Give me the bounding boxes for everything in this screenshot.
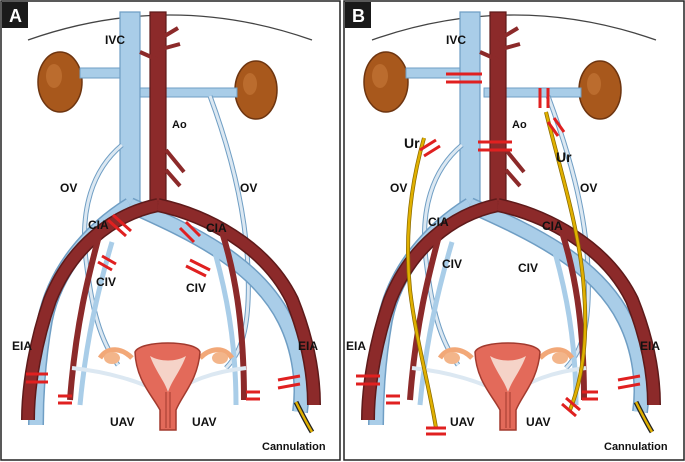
- label-cannulation: Cannulation: [262, 441, 326, 453]
- cannula-icon: [633, 400, 655, 434]
- internal-iliac-vein-left: [417, 241, 455, 406]
- ovarian-vein-left-fill: [83, 143, 123, 366]
- aortic-branches: [164, 148, 186, 188]
- double-red-bar-icon: [546, 117, 566, 137]
- label-uav-right: UAV: [526, 415, 550, 429]
- iliac-vein-right: [467, 199, 648, 413]
- double-red-bar-icon: [478, 140, 512, 152]
- label-ov-right: OV: [580, 181, 597, 195]
- aorta-vessel: [149, 11, 167, 206]
- internal-iliac-artery-right: [559, 231, 587, 401]
- label-uav-right: UAV: [192, 415, 216, 429]
- label-ur-right: Ur: [556, 149, 572, 165]
- label-civ-right: CIV: [518, 261, 538, 275]
- body-outline-arc: [27, 14, 313, 41]
- label-eia-left: EIA: [346, 339, 366, 353]
- renal-vein: [483, 87, 582, 98]
- panel-tag-b: B: [352, 6, 365, 26]
- iliac-vein-right: [127, 199, 308, 413]
- uterus-icon: [437, 342, 575, 431]
- label-cia-left: CIA: [88, 218, 109, 232]
- double-red-bar-icon: [386, 394, 400, 405]
- kidney-icon: [37, 51, 83, 113]
- double-red-bar-icon: [582, 390, 598, 401]
- aortic-branches: [139, 26, 181, 62]
- kidney-icon: [578, 60, 622, 120]
- double-red-bar-icon: [617, 374, 641, 390]
- panel-tag-a: A: [9, 6, 22, 26]
- label-cia-right: CIA: [542, 219, 563, 233]
- aorta-vessel: [489, 11, 507, 206]
- label-ivc: IVC: [105, 33, 125, 47]
- double-red-bar-icon: [277, 374, 301, 390]
- label-civ-right: CIV: [186, 281, 206, 295]
- label-ov-left: OV: [60, 181, 77, 195]
- label-cia-right: CIA: [206, 221, 227, 235]
- renal-vein: [79, 67, 123, 79]
- double-red-bar-icon: [97, 254, 117, 272]
- double-red-bar-icon: [356, 374, 380, 386]
- ligature-marks: [26, 213, 301, 405]
- internal-iliac-artery-left: [67, 231, 103, 401]
- iliac-artery-right: [156, 199, 320, 406]
- panel-b: IVC Ao Ur Ur OV OV CIA CIA CIV CIV EIA E…: [343, 0, 685, 461]
- ureter-right: [544, 111, 587, 411]
- label-civ-left: CIV: [442, 257, 462, 271]
- double-red-bar-icon: [185, 258, 211, 278]
- label-eia-left: EIA: [12, 339, 32, 353]
- label-ivc: IVC: [446, 33, 466, 47]
- double-red-bar-icon: [561, 396, 581, 418]
- panel-a: IVC Ao OV OV CIA CIA CIV CIV EIA EIA UAV…: [0, 0, 341, 461]
- label-ur-left: Ur: [404, 135, 420, 151]
- kidney-icon: [363, 51, 409, 113]
- label-eia-right: EIA: [640, 339, 660, 353]
- panel-tag-b-bg: [345, 2, 371, 28]
- double-red-bar-icon: [246, 390, 260, 401]
- label-ov-right: OV: [240, 181, 257, 195]
- double-red-bar-icon: [426, 426, 446, 436]
- double-red-bar-icon: [446, 72, 482, 84]
- label-uav-left: UAV: [450, 415, 474, 429]
- label-eia-right: EIA: [298, 339, 318, 353]
- panel-tag-a-bg: [2, 2, 28, 28]
- kidney-icon: [234, 60, 278, 120]
- internal-iliac-artery-right: [219, 231, 247, 401]
- label-civ-left: CIV: [96, 275, 116, 289]
- label-ov-left: OV: [390, 181, 407, 195]
- aortic-branches: [504, 148, 526, 188]
- double-red-bar-icon: [178, 220, 202, 244]
- iliac-artery-right: [496, 199, 660, 406]
- internal-iliac-vein-right: [549, 241, 579, 406]
- uterus-icon: [97, 342, 235, 431]
- internal-iliac-artery-left: [407, 231, 443, 401]
- ovarian-vein-left-fill: [423, 143, 463, 366]
- ligature-marks: [356, 72, 641, 436]
- double-red-bar-icon: [538, 88, 550, 108]
- label-ao: Ao: [512, 119, 527, 131]
- label-uav-left: UAV: [110, 415, 134, 429]
- double-red-bar-icon: [26, 372, 48, 384]
- internal-iliac-vein-right: [209, 241, 239, 406]
- aortic-branches: [479, 26, 521, 62]
- body-outline-arc: [371, 14, 657, 41]
- cannula-icon: [293, 400, 315, 434]
- label-cannulation: Cannulation: [604, 441, 668, 453]
- double-red-bar-icon: [419, 138, 441, 158]
- label-cia-left: CIA: [428, 215, 449, 229]
- ureter-left: [406, 137, 438, 429]
- double-red-bar-icon: [58, 394, 72, 405]
- double-red-bar-icon: [107, 213, 132, 238]
- label-ao: Ao: [172, 119, 187, 131]
